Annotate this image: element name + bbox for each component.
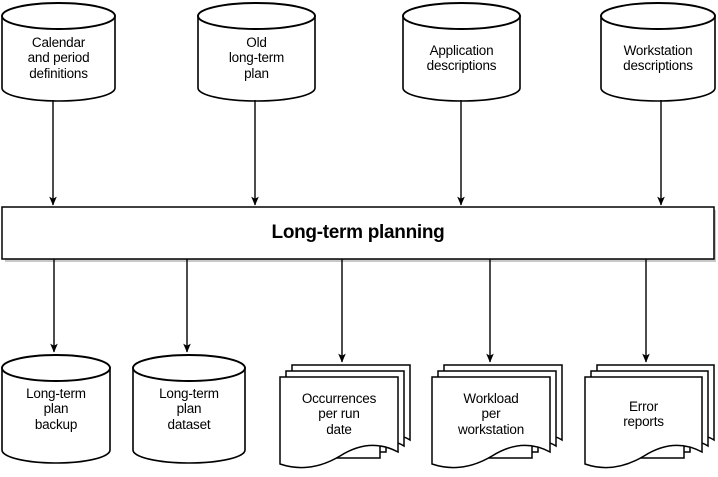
- input-store-calendar: [1, 2, 116, 102]
- output-document-stack-occurrences: [279, 364, 411, 469]
- output-store-plan-backup: [1, 354, 111, 464]
- input-store-workstation-descriptions: [600, 2, 716, 102]
- output-document-stack-error-reports: [584, 364, 715, 469]
- input-store-old-plan: [197, 2, 316, 102]
- process-box: [1, 206, 716, 262]
- output-store-plan-dataset: [132, 354, 246, 464]
- input-store-application-descriptions: [402, 2, 521, 102]
- output-document-stack-workload: [431, 364, 563, 469]
